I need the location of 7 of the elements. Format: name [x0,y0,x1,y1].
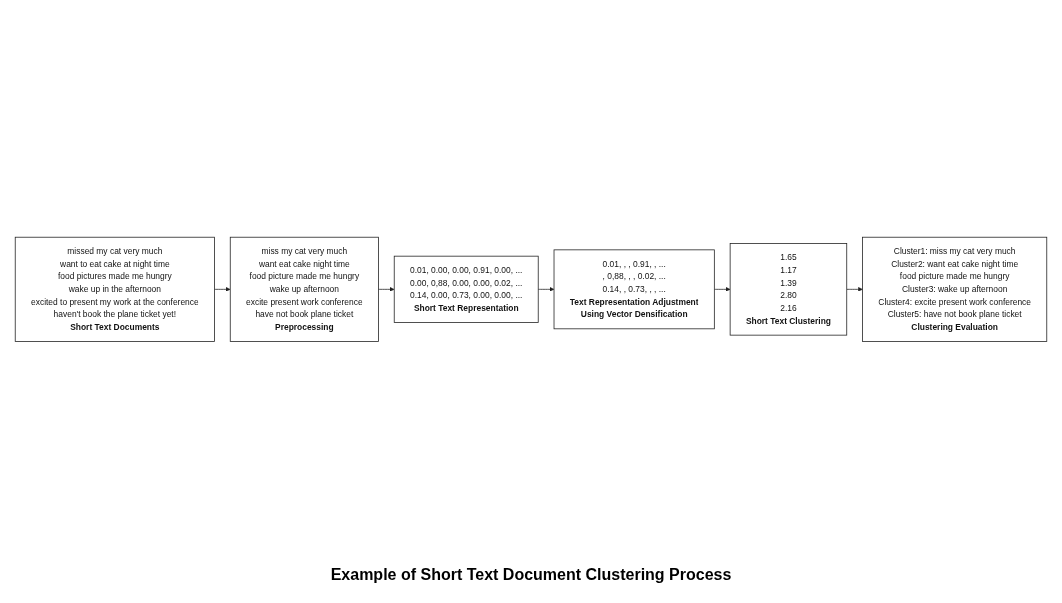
node-box: missed my cat very much want to eat cake at night time food pictures made me hungry wake up in the afternoon excited to present my work at the conference haven't book the plane ticket yet! Short Text Documents [14,236,215,342]
node-box: 0.01, , , 0.91, , ... , 0,88, , , 0.02, ... 0.14, , 0.73, , , ... Text Representation Adjustment Using Vector Densification [553,249,715,330]
caption: Example of Short Text Document Clustering Process [330,565,732,584]
node-box: 0.01, 0.00, 0.00, 0.91, 0.00, ... 0.00, 0,88, 0.00, 0.00, 0.02, ... 0.14, 0.00, 0.73, 0.00, 0.00, ... Short Text Representation [393,255,539,324]
node-box: Cluster1: miss my cat very much Cluster2: want eat cake night time food picture made me hungry Cluster3: wake up afternoon Cluster4: excite present work conference Cluster5: have not book plane ticket Clustering Evaluation [862,236,1048,342]
node-box: 1.65 1.17 1.39 2.80 2.16 Short Text Clustering [729,243,848,336]
node-box: miss my cat very much want eat cake night time food picture made me hungry wake up afternoon excite present work conference have not book plane ticket Preprocessing [229,236,379,342]
